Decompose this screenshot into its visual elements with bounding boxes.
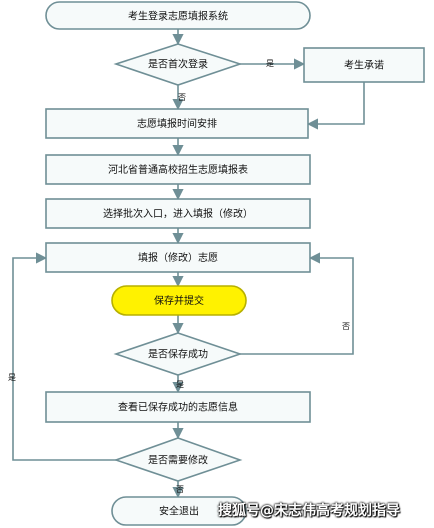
node-commitment: 考生承诺 <box>303 47 425 83</box>
node-exit-label: 安全退出 <box>159 505 199 518</box>
node-fill-label: 填报（修改）志愿 <box>138 251 218 264</box>
watermark: 搜狐号@宋志伟高考规划指导 <box>218 503 400 519</box>
node-save-submit-label: 保存并提交 <box>154 294 204 307</box>
node-form: 河北省普通高校招生志愿填报表 <box>45 154 311 185</box>
edge-label-first-login-no: 否 <box>178 93 186 102</box>
node-need-modify-label: 是否需要修改 <box>148 454 208 467</box>
edge-need-modify-yes <box>12 252 116 461</box>
edge-label-need-modify-yes: 是 <box>8 373 16 382</box>
node-view-saved: 查看已保存成功的志愿信息 <box>45 391 311 423</box>
node-save-ok-label: 是否保存成功 <box>148 348 208 361</box>
edge-label-save-ok-no: 否 <box>342 322 350 331</box>
node-view-saved-label: 查看已保存成功的志愿信息 <box>118 401 238 414</box>
edge-label-first-login-yes: 是 <box>266 59 274 68</box>
edge-label-need-modify-no: 否 <box>176 485 184 494</box>
node-need-modify: 是否需要修改 <box>113 437 243 482</box>
edge-save-ok-no <box>240 252 354 355</box>
node-form-label: 河北省普通高校招生志愿填报表 <box>108 163 248 176</box>
node-batch: 选择批次入口，进入填报（修改） <box>45 198 311 229</box>
node-fill: 填报（修改）志愿 <box>45 242 311 273</box>
node-schedule-label: 志愿填报时间安排 <box>137 117 217 130</box>
node-start: 考生登录志愿填报系统 <box>45 1 311 30</box>
node-exit: 安全退出 <box>111 496 247 526</box>
node-commitment-label: 考生承诺 <box>344 59 384 72</box>
node-first-login-label: 是否首次登录 <box>148 58 208 71</box>
node-start-label: 考生登录志愿填报系统 <box>128 10 228 23</box>
edge-commitment-to-schedule <box>306 82 365 130</box>
node-batch-label: 选择批次入口，进入填报（修改） <box>103 207 253 220</box>
node-schedule: 志愿填报时间安排 <box>45 108 309 139</box>
node-save-submit: 保存并提交 <box>111 285 247 316</box>
node-save-ok: 是否保存成功 <box>113 332 243 376</box>
edge-label-save-ok-yes: 是 <box>176 380 184 389</box>
node-first-login: 是否首次登录 <box>113 43 243 86</box>
